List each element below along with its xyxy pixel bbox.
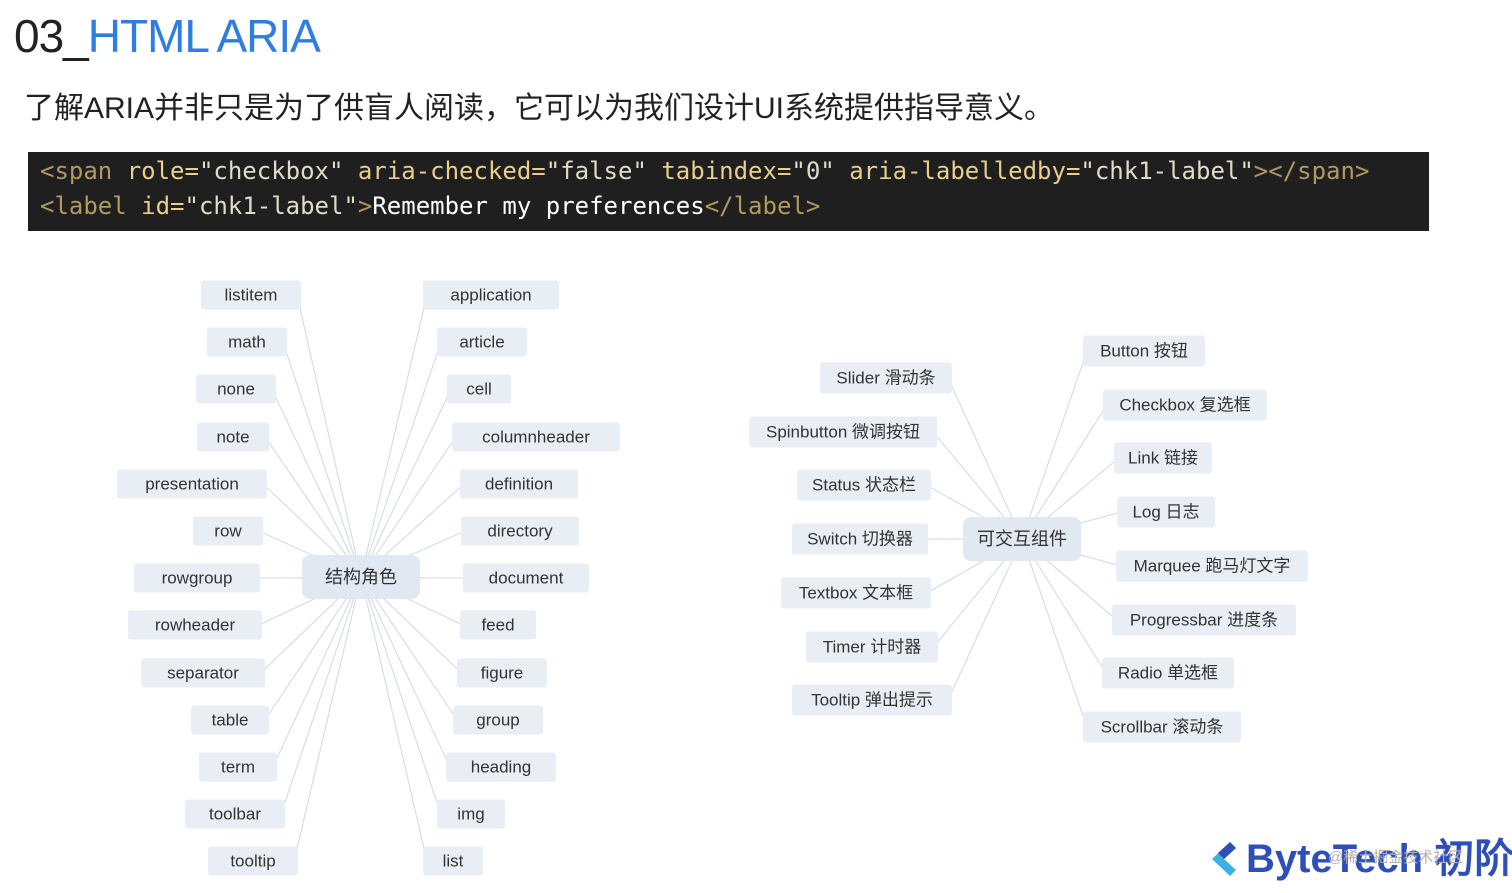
right-map-node: Slider 滑动条 <box>820 362 952 394</box>
left-map-node: directory <box>461 516 579 546</box>
left-map-node: table <box>191 705 269 735</box>
left-map-node: feed <box>460 610 536 640</box>
left-map-node: heading <box>446 752 556 782</box>
right-map-node: Marquee 跑马灯文字 <box>1116 550 1308 582</box>
left-map-node: columnheader <box>452 422 620 452</box>
code-token: <label <box>40 192 142 220</box>
code-token: "checkbox" <box>198 157 344 185</box>
code-token: "0" <box>791 157 835 185</box>
left-map-node: math <box>207 327 287 357</box>
left-map-node: list <box>423 846 483 876</box>
left-map-node: presentation <box>117 469 267 499</box>
left-map-node: document <box>463 563 589 593</box>
left-map-node: img <box>437 799 505 829</box>
right-map-node: Timer 计时器 <box>806 631 938 662</box>
connector-line <box>947 538 1023 701</box>
left-map-node: rowheader <box>128 610 262 640</box>
code-token: tabindex= <box>646 157 792 185</box>
right-map-hub: 可交互组件 <box>963 517 1081 561</box>
left-map-node: group <box>453 705 543 735</box>
left-map-node: tooltip <box>208 846 298 876</box>
connector-line <box>282 342 362 578</box>
left-map-node: rowgroup <box>134 563 260 593</box>
code-token: </label> <box>704 192 821 220</box>
connector-line <box>1021 404 1108 540</box>
right-map-node: Spinbutton 微调按钮 <box>749 416 937 448</box>
connector-line <box>271 389 362 578</box>
connector-line <box>264 436 362 578</box>
connector-line <box>296 294 362 578</box>
left-map-node: article <box>437 327 527 357</box>
code-token: <span <box>40 157 127 185</box>
left-map-node: toolbar <box>185 799 285 829</box>
right-map-node: Link 链接 <box>1114 442 1212 474</box>
left-map-node: application <box>423 280 559 310</box>
code-token: aria-checked= <box>343 157 546 185</box>
left-map-node: figure <box>457 658 547 688</box>
connector-line <box>360 576 458 721</box>
connector-line <box>1021 350 1088 540</box>
connector-line <box>280 576 362 815</box>
connector-line <box>360 576 451 768</box>
code-token: "false" <box>545 157 647 185</box>
code-token: Remember my preferences <box>372 192 705 220</box>
connector-line <box>947 377 1023 540</box>
left-map-node: separator <box>141 658 265 688</box>
connector-line <box>293 576 362 862</box>
right-map-node: Textbox 文本框 <box>781 577 931 609</box>
left-map-node: listitem <box>201 280 301 310</box>
code-token: > <box>357 192 373 220</box>
watermark: @稀土掘金技术社区 <box>1328 849 1464 866</box>
logo-text: ByteTech 初阶 <box>1246 837 1512 881</box>
title-number: 03_ <box>14 10 89 62</box>
right-map-node: Button 按钮 <box>1083 335 1205 367</box>
right-map-node: Tooltip 弹出提示 <box>792 684 952 716</box>
connector-line <box>360 576 442 815</box>
connector-line <box>360 342 442 578</box>
left-map-node: definition <box>460 469 578 499</box>
code-token: "chk1-label" <box>184 192 358 220</box>
connector-line <box>272 576 362 768</box>
connector-line <box>360 294 428 578</box>
left-map-hub: 结构角色 <box>302 555 420 599</box>
code-block: <span role="checkbox" aria-checked="fals… <box>28 152 1429 231</box>
code-token: ></span> <box>1253 157 1370 185</box>
slide-title: 03_HTML ARIA <box>14 8 321 64</box>
bytetech-logo-icon <box>1212 842 1236 876</box>
title-main: HTML ARIA <box>87 10 321 62</box>
connector-line <box>1021 538 1088 728</box>
right-map-node: Checkbox 复选框 <box>1103 389 1267 421</box>
right-map-node: Progressbar 进度条 <box>1112 604 1296 635</box>
left-map-node: row <box>193 516 263 546</box>
right-map-node: Radio 单选框 <box>1102 657 1234 689</box>
code-token: role= <box>126 157 199 185</box>
connector-line <box>360 436 457 578</box>
right-map-node: Switch 切换器 <box>792 523 928 555</box>
code-token: id= <box>141 192 185 220</box>
connector-line <box>360 389 452 578</box>
code-token: aria-labelledby= <box>834 157 1081 185</box>
connector-line <box>360 576 428 862</box>
right-map-node: Log 日志 <box>1117 496 1215 528</box>
left-map-node: none <box>196 374 276 404</box>
slide-subtitle: 了解ARIA并非只是为了供盲人阅读，它可以为我们设计UI系统提供指导意义。 <box>24 92 1055 125</box>
connector-line <box>1021 538 1107 674</box>
left-map-node: term <box>199 752 277 782</box>
right-map-node: Scrollbar 滚动条 <box>1083 711 1241 743</box>
right-map-node: Status 状态栏 <box>797 469 931 501</box>
connector-line <box>264 576 362 721</box>
left-map-node: note <box>197 422 269 452</box>
code-token: "chk1-label" <box>1080 157 1254 185</box>
left-map-node: cell <box>447 374 511 404</box>
